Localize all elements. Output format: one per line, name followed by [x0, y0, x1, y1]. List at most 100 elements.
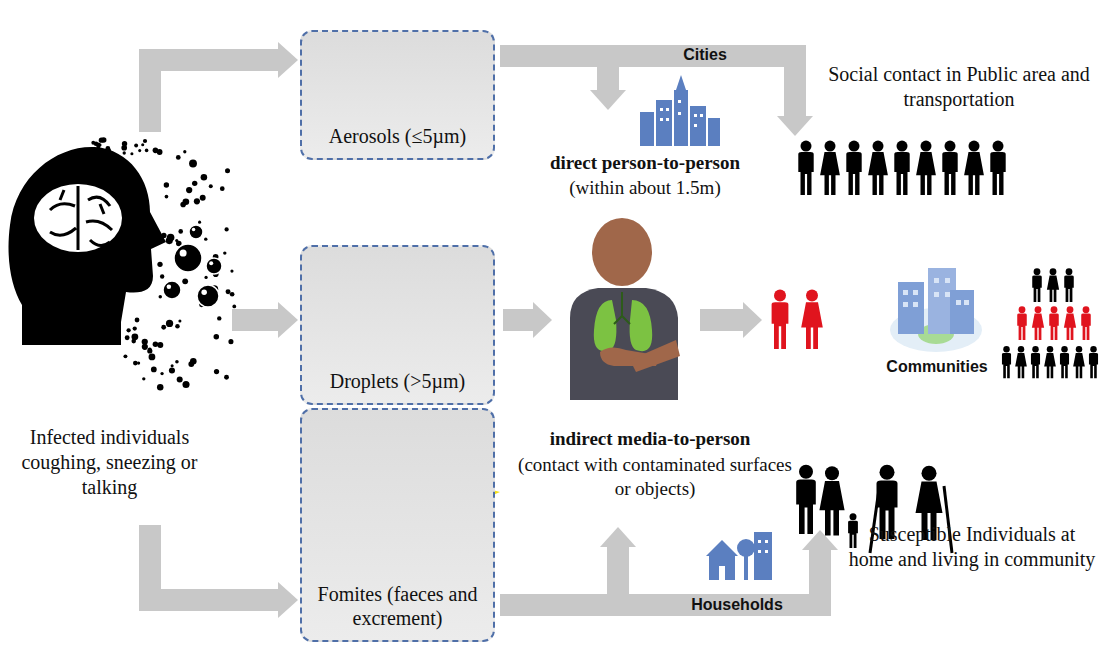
- person-icon: [894, 141, 909, 195]
- source-label: Infected individuals coughing, sneezing …: [2, 425, 217, 500]
- spray-dot: [151, 367, 157, 373]
- spray-dot: [225, 227, 229, 231]
- spray-dot: [201, 174, 208, 181]
- people-groups: [772, 141, 1098, 379]
- spray-dot: [122, 141, 127, 146]
- spray-dot: [232, 305, 236, 309]
- box-text: Aerosols (≤5µm): [329, 124, 466, 148]
- spray-dot: [178, 229, 183, 234]
- spray-dot: [209, 184, 213, 188]
- spray-shine: [192, 228, 196, 232]
- person-icon: [1044, 346, 1056, 378]
- spray-dot: [224, 375, 229, 380]
- spray-dot: [96, 145, 100, 149]
- spray-shine: [167, 285, 172, 290]
- household-icon: [706, 532, 772, 580]
- spray-dot: [228, 339, 233, 344]
- city-icon: [640, 75, 720, 146]
- route-title: indirect media-to-person: [505, 427, 795, 451]
- spray-shine: [180, 250, 187, 257]
- particle-box: Fomites (faeces and excrement): [300, 408, 495, 642]
- spray-dot: [165, 195, 169, 199]
- person-icon: [942, 141, 957, 195]
- spray-dot: [164, 182, 169, 187]
- spray-dot: [230, 292, 235, 297]
- person-icon: [820, 141, 840, 195]
- route-note: (contact with contaminated surfaces or o…: [510, 453, 800, 501]
- spray-dot: [194, 198, 200, 204]
- spray-dot: [161, 325, 166, 330]
- spray-dot: [90, 152, 95, 157]
- spray-dot: [166, 320, 173, 327]
- spray-dot: [91, 141, 95, 145]
- person-icon: [1032, 268, 1042, 302]
- spray-dot: [159, 295, 162, 298]
- spray-dot: [180, 202, 186, 208]
- spray-dot: [192, 181, 197, 186]
- person-icon: [1002, 346, 1011, 378]
- spray-dot: [97, 146, 100, 149]
- spray-dot: [143, 139, 147, 143]
- person-icon: [1017, 306, 1027, 340]
- person-icon: [1089, 346, 1098, 378]
- person-icon: [1015, 346, 1027, 378]
- spray-dot: [133, 361, 138, 366]
- spray-dot: [123, 151, 126, 154]
- spray-dot: [161, 233, 166, 238]
- person-icon: [772, 290, 789, 349]
- person-icon: [964, 141, 984, 195]
- person-icon: [1064, 268, 1074, 302]
- spray-dot: [182, 381, 189, 388]
- person-icon: [1049, 306, 1059, 340]
- spray-dot: [160, 372, 163, 375]
- spray-dot: [131, 333, 138, 340]
- spray-bubble: [189, 225, 203, 239]
- spray-dot: [141, 143, 144, 146]
- spray-dot: [149, 354, 156, 361]
- spray-dot: [186, 187, 192, 193]
- person-icon: [868, 141, 888, 195]
- spray-dot: [230, 269, 233, 272]
- spray-dot: [105, 146, 110, 151]
- spray-dot: [225, 168, 230, 173]
- spray-dot: [200, 195, 206, 201]
- spray-dot: [145, 149, 149, 153]
- spray-dot: [153, 148, 159, 154]
- spray-dot: [223, 251, 226, 254]
- route-note: (within about 1.5m): [500, 176, 790, 200]
- person-icon: [916, 141, 936, 195]
- person-icon: [1032, 306, 1044, 340]
- group-label: Communities: [878, 357, 996, 377]
- spray-dot: [160, 274, 164, 278]
- arrow-label: Households: [687, 595, 787, 615]
- route-title: direct person-to-person: [500, 151, 790, 175]
- spray-dot: [135, 318, 140, 323]
- spray-dot: [176, 155, 181, 160]
- spray-shine: [201, 289, 207, 295]
- spray-dot: [157, 384, 163, 390]
- person-icon: [1060, 346, 1069, 378]
- spray-dot: [189, 160, 197, 168]
- person-icon: [990, 141, 1005, 195]
- spray-dot: [157, 342, 163, 348]
- box-text: Fomites (faeces and excrement): [310, 582, 485, 630]
- spray-dot: [147, 348, 152, 353]
- spray-dot: [171, 364, 174, 367]
- group-label: Susceptible Individuals at home and livi…: [845, 522, 1099, 572]
- community-icon: [890, 268, 982, 352]
- spray-dot: [204, 276, 207, 279]
- person-icon: [1031, 346, 1040, 378]
- spray-shine: [209, 261, 213, 265]
- spray-dot: [198, 221, 201, 224]
- spray-bubble: [197, 285, 219, 307]
- spray-dot: [183, 150, 186, 153]
- spray-bubble: [174, 244, 202, 272]
- person-icon: [1081, 306, 1091, 340]
- spray-dot: [175, 324, 180, 329]
- spray-dot: [214, 369, 219, 374]
- spray-dot: [99, 138, 104, 143]
- spray-dot: [226, 289, 231, 294]
- spray-dot: [214, 334, 220, 340]
- spray-dot: [178, 319, 181, 322]
- group-label: Social contact in Public area and transp…: [828, 62, 1090, 112]
